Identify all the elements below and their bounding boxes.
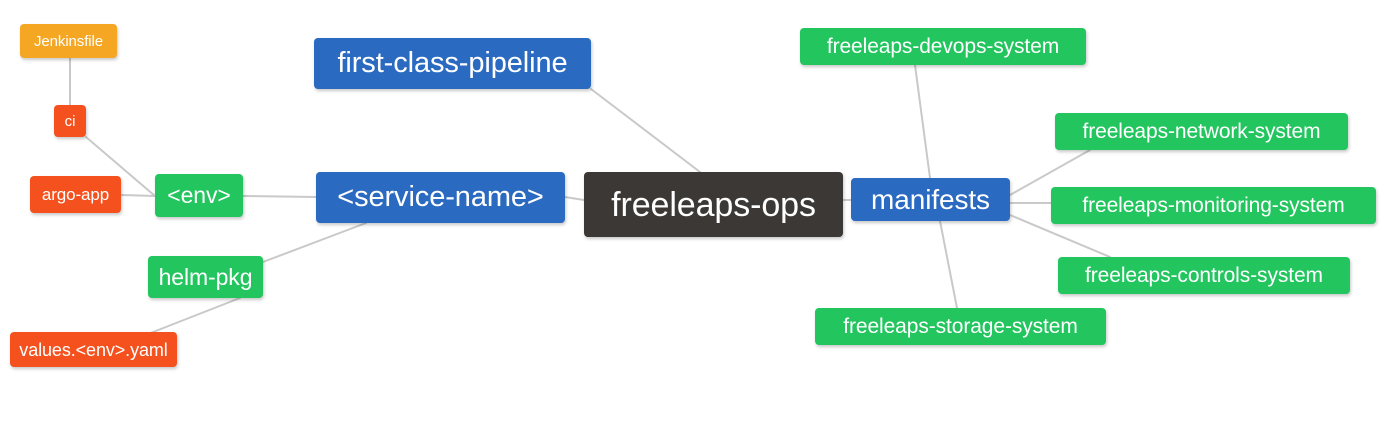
edge-env-to-service-name bbox=[242, 195, 317, 198]
node-jenkinsfile[interactable]: Jenkinsfile bbox=[20, 24, 117, 58]
node-helm-pkg[interactable]: helm-pkg bbox=[148, 256, 263, 298]
node-ci[interactable]: ci bbox=[54, 105, 86, 137]
node-label-helm-pkg: helm-pkg bbox=[158, 263, 253, 290]
node-env[interactable]: <env> bbox=[155, 174, 243, 217]
node-label-manifests: manifests bbox=[871, 183, 990, 215]
node-label-service-name: <service-name> bbox=[337, 181, 544, 213]
node-freeleaps-monitoring-system[interactable]: freeleaps-monitoring-system bbox=[1051, 187, 1376, 224]
node-freeleaps-devops-system[interactable]: freeleaps-devops-system bbox=[800, 28, 1086, 65]
node-label-freeleaps-ops: freeleaps-ops bbox=[611, 185, 816, 224]
edge-helm-pkg-to-service-name bbox=[262, 222, 367, 263]
edge-first-class-pipeline-to-freeleaps-ops bbox=[590, 88, 701, 173]
node-label-first-class-pipeline: first-class-pipeline bbox=[337, 47, 568, 79]
node-label-freeleaps-controls-system: freeleaps-controls-system bbox=[1085, 264, 1323, 287]
node-label-ci: ci bbox=[64, 112, 76, 130]
node-label-env: <env> bbox=[167, 182, 231, 208]
node-label-freeleaps-monitoring-system: freeleaps-monitoring-system bbox=[1082, 194, 1345, 217]
node-first-class-pipeline[interactable]: first-class-pipeline bbox=[314, 38, 591, 89]
node-freeleaps-ops[interactable]: freeleaps-ops bbox=[584, 172, 843, 237]
node-values-yaml[interactable]: values.<env>.yaml bbox=[10, 332, 177, 367]
node-freeleaps-controls-system[interactable]: freeleaps-controls-system bbox=[1058, 257, 1350, 294]
node-label-values-yaml: values.<env>.yaml bbox=[19, 339, 168, 360]
node-label-freeleaps-network-system: freeleaps-network-system bbox=[1082, 120, 1321, 143]
node-service-name[interactable]: <service-name> bbox=[316, 172, 565, 223]
edge-argo-app-to-env bbox=[120, 194, 156, 197]
node-label-jenkinsfile: Jenkinsfile bbox=[34, 32, 103, 50]
node-freeleaps-network-system[interactable]: freeleaps-network-system bbox=[1055, 113, 1348, 150]
node-label-freeleaps-storage-system: freeleaps-storage-system bbox=[843, 315, 1078, 338]
edge-manifests-to-freeleaps-devops-system bbox=[914, 64, 931, 179]
node-manifests[interactable]: manifests bbox=[851, 178, 1010, 221]
node-freeleaps-storage-system[interactable]: freeleaps-storage-system bbox=[815, 308, 1106, 345]
node-label-freeleaps-devops-system: freeleaps-devops-system bbox=[826, 35, 1060, 58]
edge-values-yaml-to-helm-pkg bbox=[147, 297, 241, 335]
edge-manifests-to-freeleaps-storage-system bbox=[939, 220, 958, 309]
node-argo-app[interactable]: argo-app bbox=[30, 176, 121, 213]
node-label-argo-app: argo-app bbox=[41, 185, 110, 204]
edge-service-name-to-freeleaps-ops bbox=[564, 196, 585, 201]
